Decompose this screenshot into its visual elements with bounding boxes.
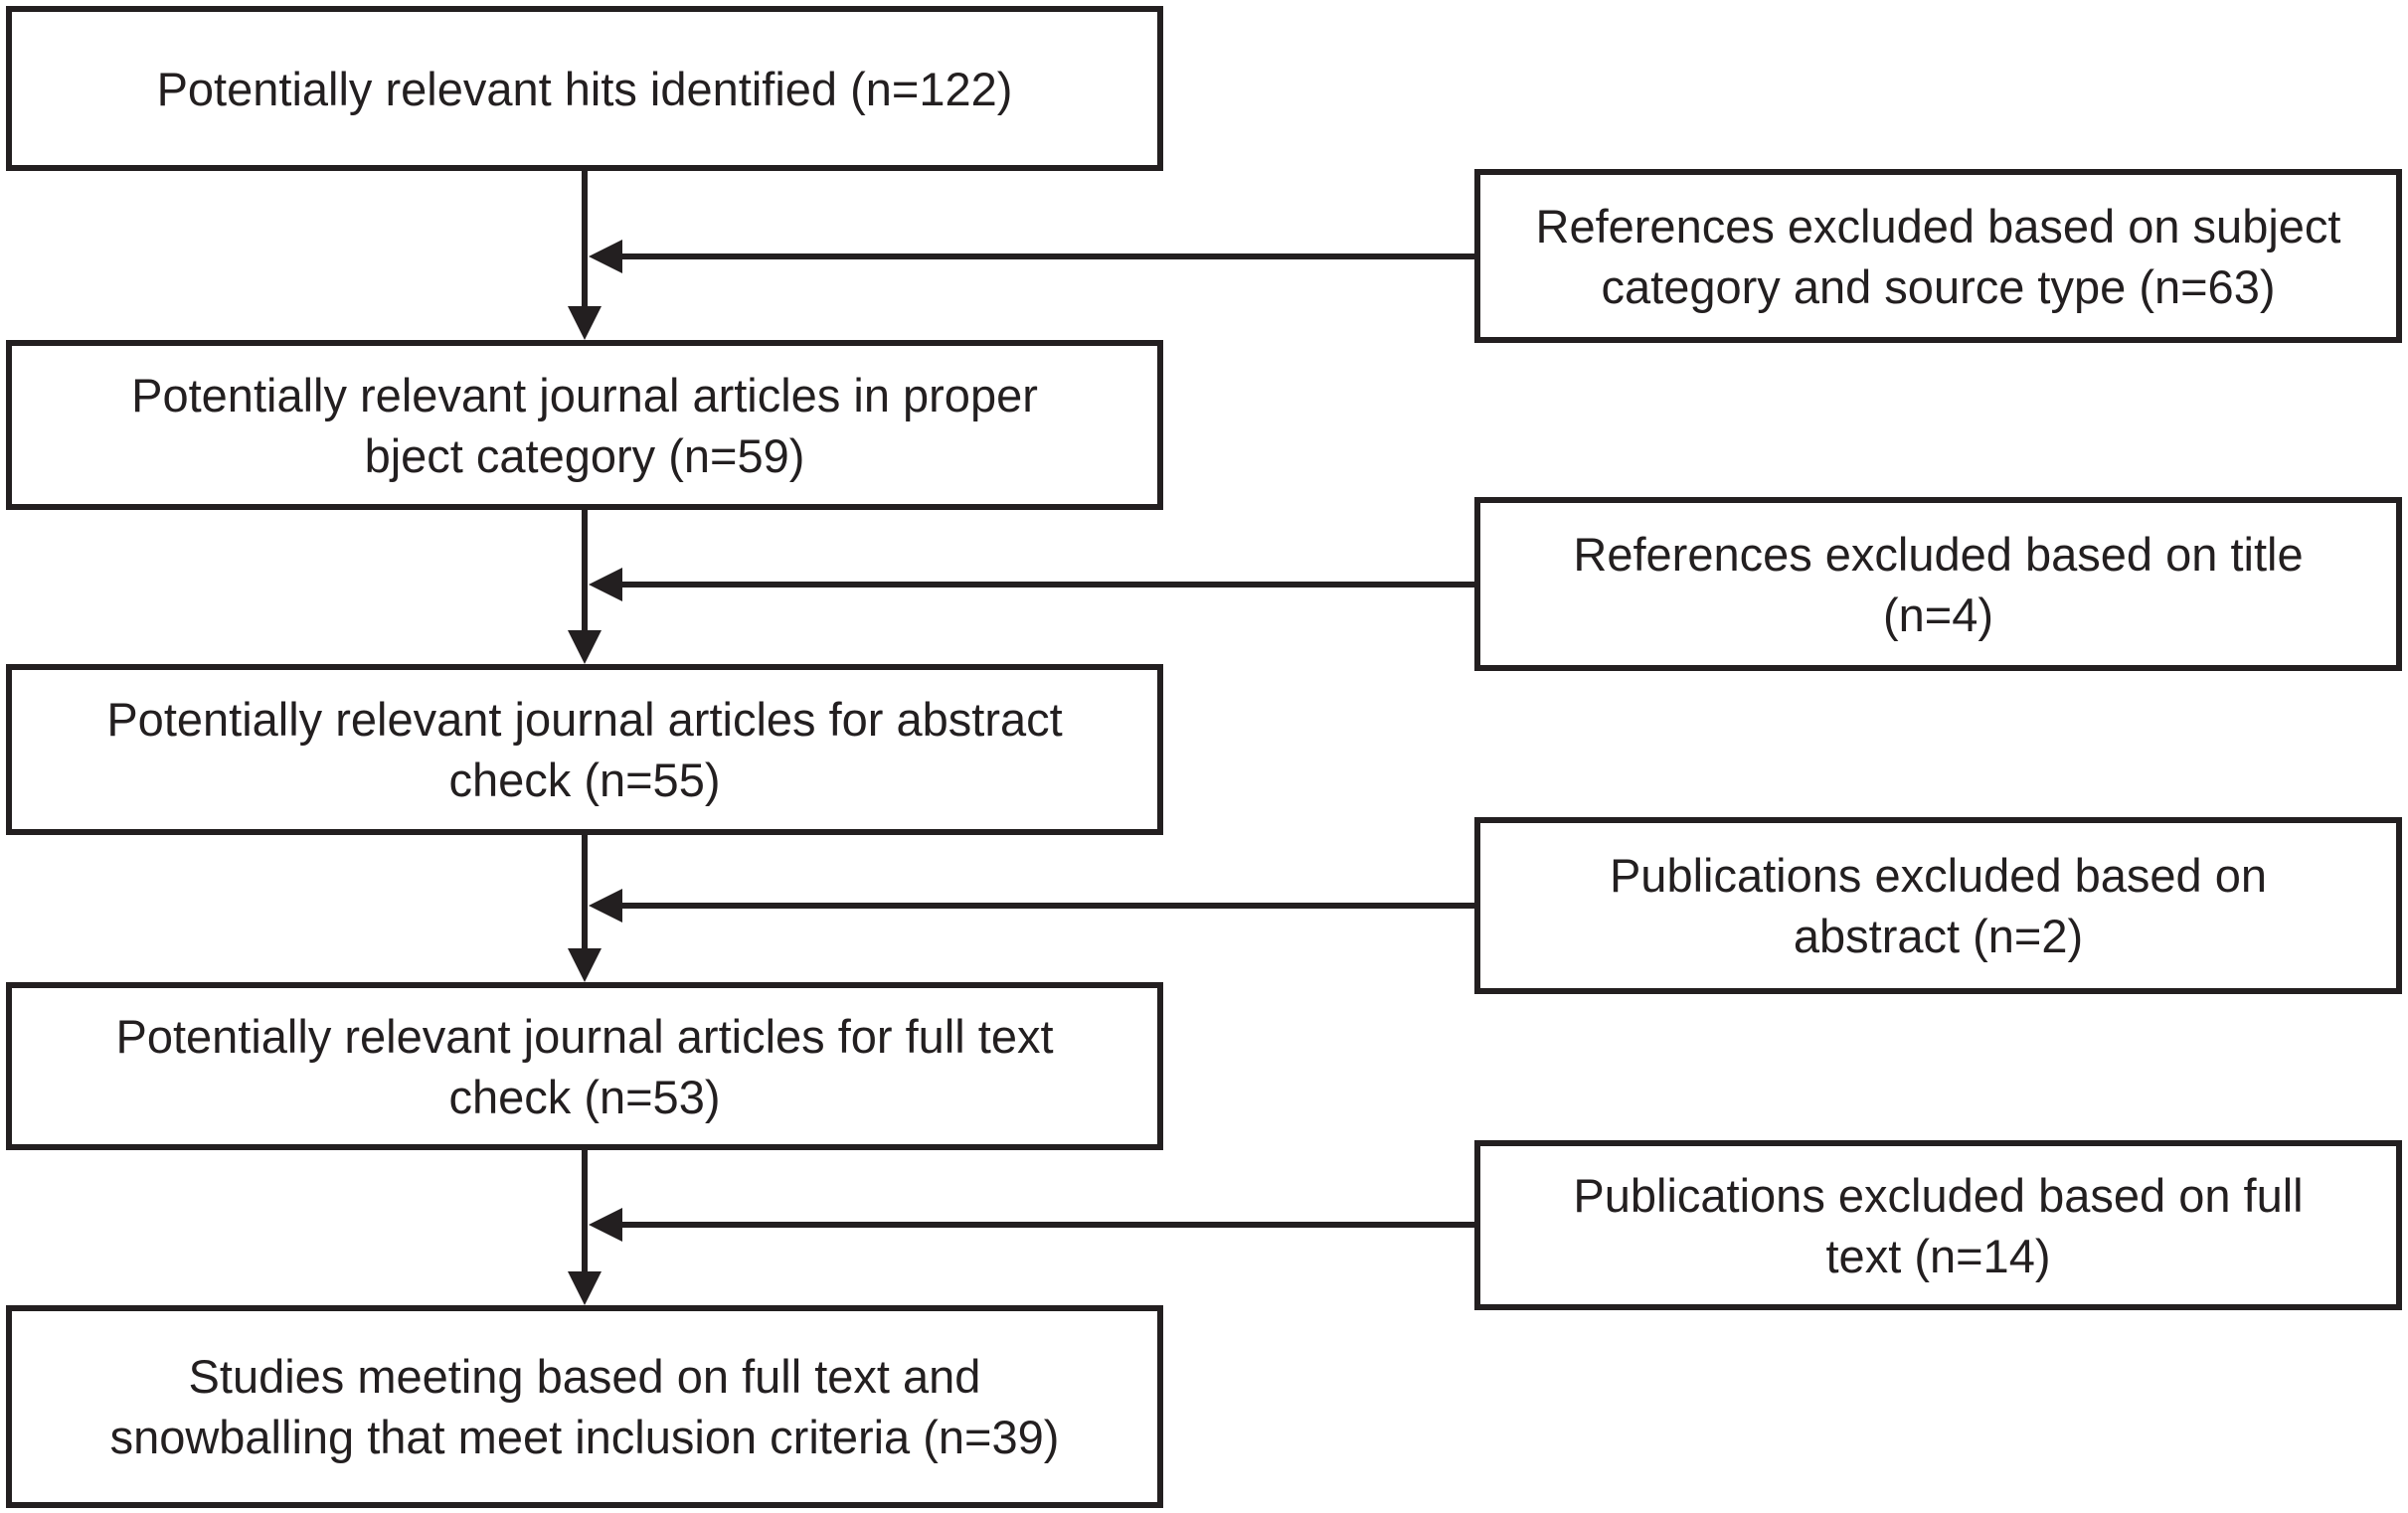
exclusion-box-abstract: Publications excluded based on abstract …	[1474, 817, 2402, 994]
exclusion-box-full-text: Publications excluded based on full text…	[1474, 1140, 2402, 1310]
flow-box-label: Studies meeting based on full text and s…	[109, 1350, 1060, 1463]
flow-box-full-text-check: Potentially relevant journal articles fo…	[6, 982, 1163, 1150]
arrow-head-left	[589, 568, 622, 601]
flow-box-hits-identified: Potentially relevant hits identified (n=…	[6, 6, 1163, 171]
arrow-head-left	[589, 240, 622, 273]
arrow-exclusion-2	[589, 568, 1474, 601]
exclusion-box-label: Publications excluded based on abstract …	[1609, 849, 2268, 962]
exclusion-box-label: References excluded based on subject cat…	[1535, 199, 2341, 313]
arrow-head-left	[589, 889, 622, 923]
flow-box-abstract-check: Potentially relevant journal articles fo…	[6, 664, 1163, 835]
flow-box-label: Potentially relevant hits identified (n=…	[156, 62, 1013, 115]
exclusion-box-subject-category-source-type: References excluded based on subject cat…	[1474, 169, 2402, 343]
arrow-step3-to-step4	[568, 835, 602, 982]
flow-box-label: Potentially relevant journal articles fo…	[115, 1009, 1054, 1123]
arrow-step4-to-step5	[568, 1150, 602, 1305]
arrow-step1-to-step2	[568, 171, 602, 340]
flow-box-label: Potentially relevant journal articles fo…	[106, 693, 1063, 806]
arrow-head-down	[568, 630, 602, 664]
arrow-head-down	[568, 306, 602, 340]
arrow-exclusion-3	[589, 889, 1474, 923]
flow-box-proper-subject-category: Potentially relevant journal articles in…	[6, 340, 1163, 510]
exclusion-box-label: Publications excluded based on full text…	[1573, 1168, 2304, 1282]
flow-box-included-studies: Studies meeting based on full text and s…	[6, 1305, 1163, 1508]
exclusion-box-title: References excluded based on title (n=4)	[1474, 497, 2402, 671]
arrow-exclusion-4	[589, 1208, 1474, 1242]
flow-box-label: Potentially relevant journal articles in…	[131, 368, 1038, 482]
arrow-head-down	[568, 948, 602, 982]
arrow-head-down	[568, 1271, 602, 1305]
arrow-exclusion-1	[589, 240, 1474, 273]
arrow-head-left	[589, 1208, 622, 1242]
exclusion-box-label: References excluded based on title (n=4)	[1573, 527, 2304, 641]
arrow-step2-to-step3	[568, 510, 602, 664]
